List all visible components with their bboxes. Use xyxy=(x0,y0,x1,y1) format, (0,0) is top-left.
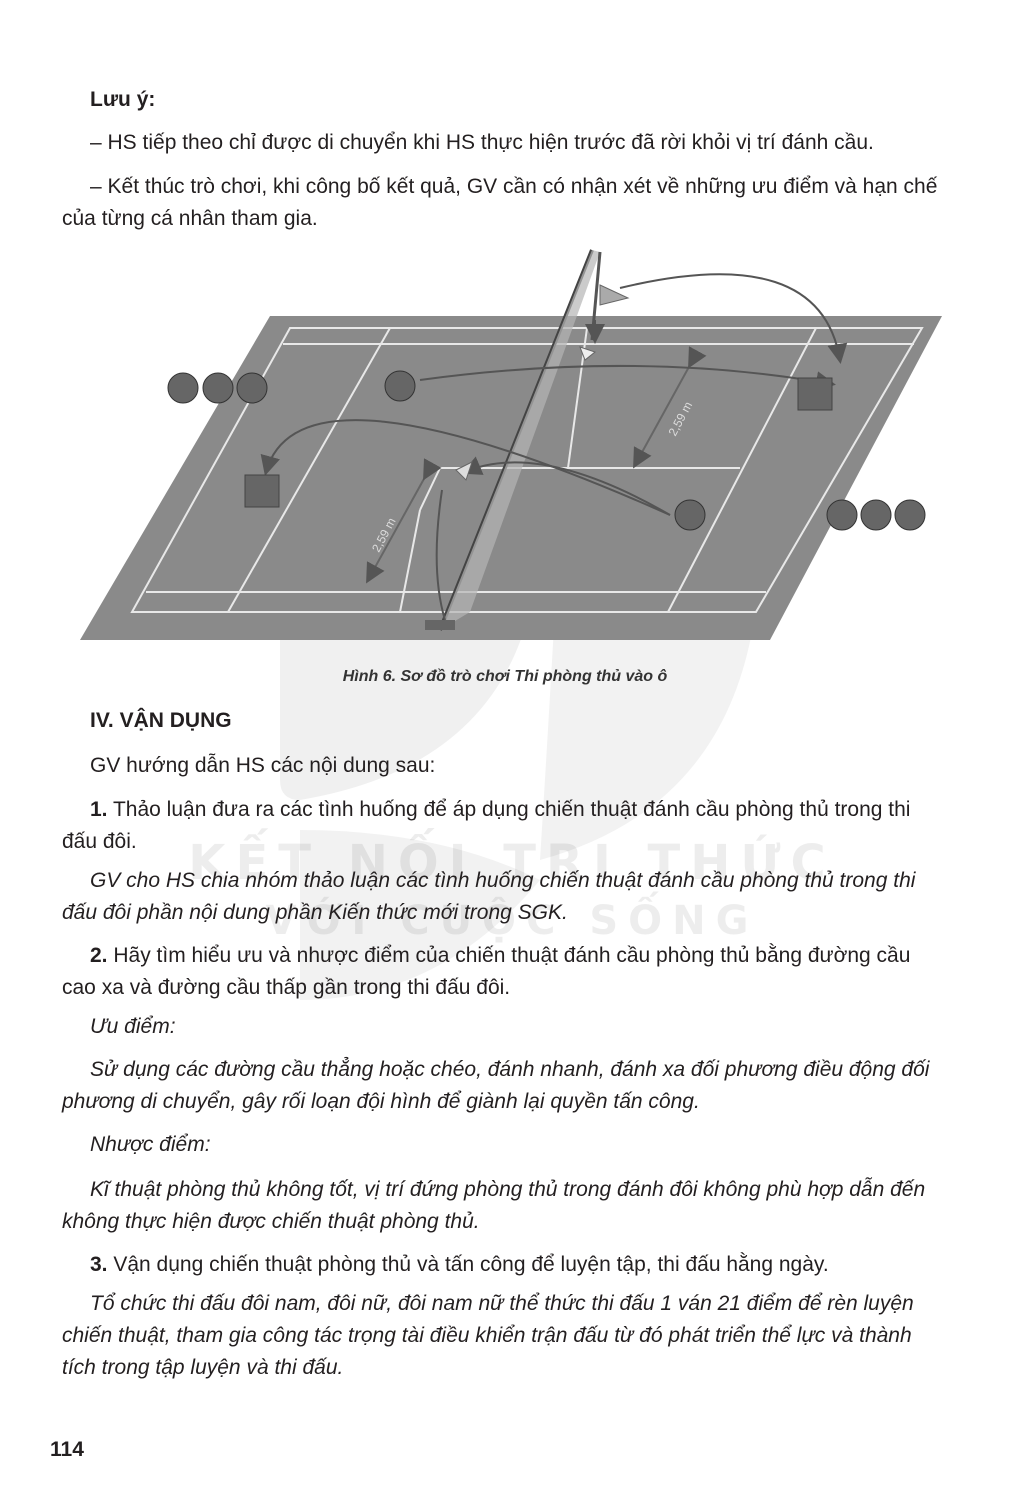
item-2: 2. Hãy tìm hiểu ưu và nhược điểm của chi… xyxy=(62,940,950,1004)
item-1-text: Thảo luận đưa ra các tình huống để áp dụ… xyxy=(62,798,911,853)
disadvantages-label: Nhược điểm: xyxy=(90,1133,211,1156)
note-line-2: – Kết thúc trò chơi, khi công bố kết quả… xyxy=(62,175,938,230)
court-lines xyxy=(130,327,924,613)
shuttlecock-icon xyxy=(455,461,473,481)
dimension-arrow-top xyxy=(633,346,707,469)
section-intro: GV hướng dẫn HS các nội dung sau: xyxy=(90,754,436,777)
item-1-note: GV cho HS chia nhóm thảo luận các tình h… xyxy=(62,869,916,924)
target-box xyxy=(797,377,833,411)
shot-trajectories xyxy=(260,273,848,621)
item-2-number: 2. xyxy=(90,944,108,967)
advantages-text: Sử dụng các đường cầu thẳng hoặc chéo, đ… xyxy=(62,1058,930,1113)
target-box xyxy=(244,474,280,508)
badminton-court-diagram: 2,59 m 2,59 m xyxy=(80,249,942,640)
watermark-text-line1: KẾT NỐI TRI THỨC xyxy=(188,835,836,891)
advantages-label: Ưu điểm: xyxy=(90,1015,176,1038)
item-3: 3. Vận dụng chiến thuật phòng thủ và tấn… xyxy=(62,1249,950,1281)
item-3-text: Vận dụng chiến thuật phòng thủ và tấn cô… xyxy=(107,1253,829,1276)
page-number: 114 xyxy=(50,1438,84,1461)
item-1: 1. Thảo luận đưa ra các tình huống để áp… xyxy=(62,794,950,858)
figure-caption: Hình 6. Sơ đồ trò chơi Thi phòng thủ vào… xyxy=(342,668,668,685)
item-2-text: Hãy tìm hiểu ưu và nhược điểm của chiến … xyxy=(62,944,911,999)
note-title: Lưu ý: xyxy=(90,88,156,111)
shuttlecock-icon xyxy=(599,284,630,306)
section-heading: IV. VẬN DỤNG xyxy=(90,709,232,732)
shuttlecock-icon xyxy=(579,346,597,361)
item-3-note: Tổ chức thi đấu đôi nam, đôi nữ, đôi nam… xyxy=(62,1292,914,1379)
net xyxy=(425,249,602,631)
dimension-arrow-bottom xyxy=(366,458,442,584)
players xyxy=(167,370,926,531)
note-line-1: – HS tiếp theo chỉ được di chuyển khi HS… xyxy=(90,131,874,154)
disadvantages-text: Kĩ thuật phòng thủ không tốt, vị trí đứn… xyxy=(62,1178,926,1233)
watermark-text-line2: VỚI CUỘC SỐNG xyxy=(265,898,759,944)
item-1-number: 1. xyxy=(90,798,108,821)
item-3-number: 3. xyxy=(90,1253,108,1276)
